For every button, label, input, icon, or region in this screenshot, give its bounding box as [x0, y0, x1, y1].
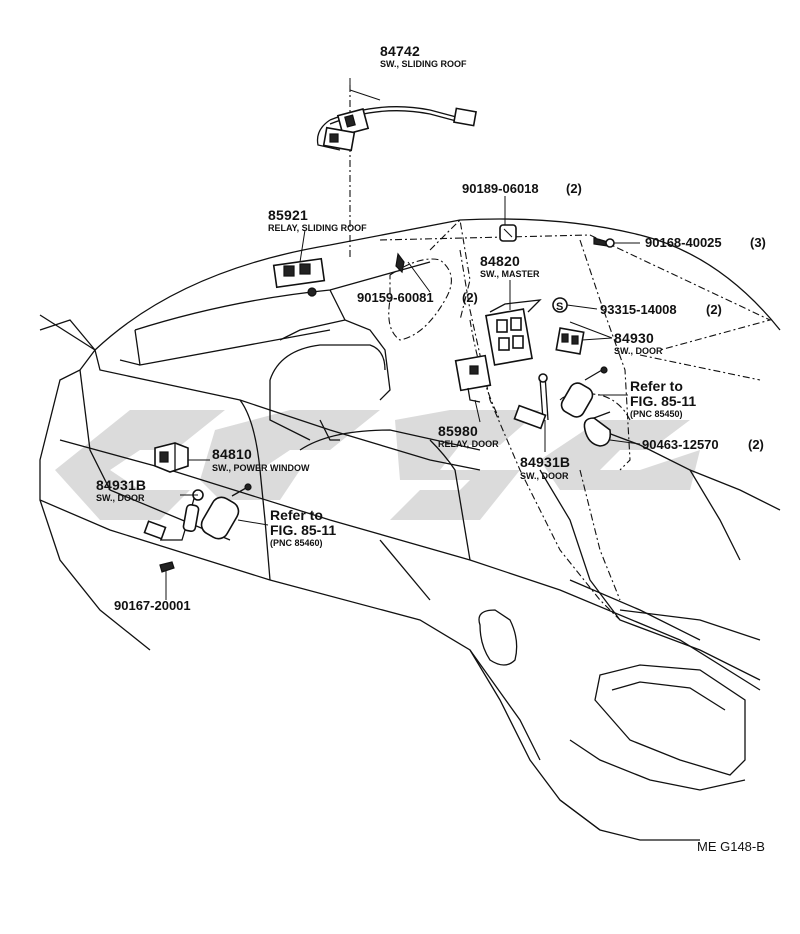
label-93315: 93315-14008 (2) — [600, 302, 722, 317]
part-qty: (2) — [706, 302, 722, 317]
reference-pnc: (PNC 85460) — [270, 538, 323, 548]
part-description: RELAY, SLIDING ROOF — [268, 223, 367, 233]
part-number: 84820 — [480, 253, 520, 269]
part-qty: (3) — [750, 235, 766, 250]
part-84931B-door-switch-right — [513, 373, 549, 430]
part-number: 93315-14008 — [600, 302, 677, 317]
diagram-code: ME G148-B — [697, 839, 765, 854]
part-number: 84810 — [212, 446, 252, 462]
part-number: 90168-40025 — [645, 235, 722, 250]
label-90159: 90159-60081 (2) — [357, 290, 478, 305]
label-ref-85460: Refer to FIG. 85-11 (PNC 85460) — [270, 507, 336, 548]
grommet-marker: S — [556, 301, 563, 313]
part-90168-screw — [593, 237, 615, 248]
part-90189-clip — [499, 224, 517, 242]
part-number: 90167-20001 — [114, 598, 191, 613]
part-90159-screw — [395, 252, 405, 274]
label-84810: 84810 SW., POWER WINDOW — [212, 446, 310, 473]
part-description: SW., SLIDING ROOF — [380, 59, 467, 69]
part-description: SW., MASTER — [480, 269, 540, 279]
phantom-lines — [349, 85, 772, 621]
reference-line1: Refer to — [270, 507, 323, 523]
part-description: SW., DOOR — [520, 471, 569, 481]
part-number: 84931B — [96, 477, 146, 493]
part-84931B-door-switch-left — [143, 489, 204, 541]
label-84820: 84820 SW., MASTER — [480, 253, 540, 279]
part-door-switch-ref-85450 — [560, 366, 608, 418]
part-number: 84930 — [614, 330, 654, 346]
label-90167: 90167-20001 — [114, 598, 191, 613]
part-84810-power-window-switch — [154, 442, 189, 473]
part-84930-door-switch — [555, 327, 585, 355]
part-number: 85921 — [268, 207, 308, 223]
part-number: 90463-12570 — [642, 437, 719, 452]
part-description: SW., POWER WINDOW — [212, 463, 310, 473]
part-84742-sliding-roof-switch — [316, 106, 477, 152]
reference-line2: FIG. 85-11 — [270, 522, 336, 538]
part-number: 84931B — [520, 454, 570, 470]
label-90463: 90463-12570 (2) — [642, 437, 764, 452]
part-90463-clamp — [583, 411, 612, 447]
part-number: 84742 — [380, 43, 420, 59]
reference-line1: Refer to — [630, 378, 683, 394]
part-description: SW., DOOR — [96, 493, 145, 503]
label-84930: 84930 SW., DOOR — [614, 330, 663, 356]
label-85980: 85980 RELAY, DOOR — [438, 423, 499, 449]
part-number: 90189-06018 — [462, 181, 539, 196]
part-93315-grommet: S — [552, 297, 568, 313]
label-85921: 85921 RELAY, SLIDING ROOF — [268, 207, 367, 233]
part-description: SW., DOOR — [614, 346, 663, 356]
watermark-logo — [55, 410, 700, 520]
label-90168: 90168-40025 (3) — [645, 235, 766, 250]
part-qty: (2) — [748, 437, 764, 452]
part-90167-screw — [159, 561, 175, 573]
part-number: 85980 — [438, 423, 478, 439]
part-85980-door-relay — [454, 354, 492, 403]
label-84931B-right: 84931B SW., DOOR — [520, 454, 570, 481]
part-door-switch-ref-85460 — [200, 483, 252, 540]
part-85921-relay — [272, 257, 326, 297]
label-84931B-left: 84931B SW., DOOR — [96, 477, 146, 503]
label-90189: 90189-06018 (2) — [462, 181, 582, 196]
part-description: RELAY, DOOR — [438, 439, 499, 449]
part-qty: (2) — [462, 290, 478, 305]
part-qty: (2) — [566, 181, 582, 196]
label-ref-85450: Refer to FIG. 85-11 (PNC 85450) — [630, 378, 696, 419]
reference-pnc: (PNC 85450) — [630, 409, 683, 419]
car-body-outline — [39, 218, 781, 841]
leader-lines — [165, 78, 641, 600]
reference-line2: FIG. 85-11 — [630, 393, 696, 409]
part-number: 90159-60081 — [357, 290, 434, 305]
label-84742: 84742 SW., SLIDING ROOF — [380, 43, 467, 69]
part-84820-master-switch — [485, 299, 542, 366]
